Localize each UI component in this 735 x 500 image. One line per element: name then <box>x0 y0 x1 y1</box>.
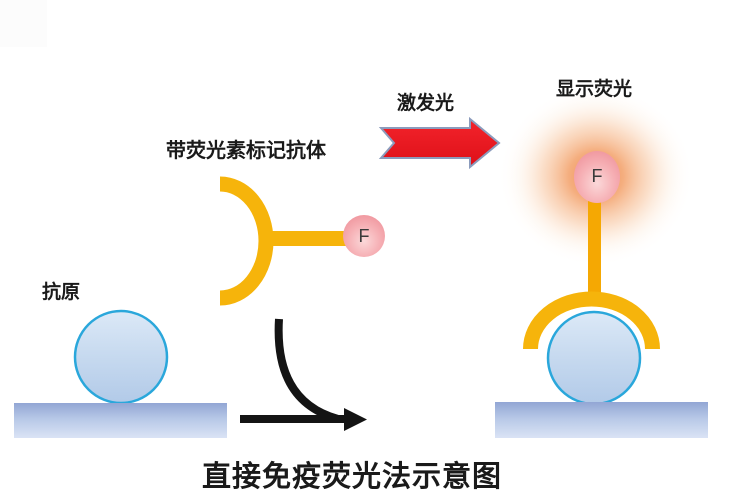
bound-antibody-complex <box>495 85 708 438</box>
excitation-arrow <box>378 116 501 170</box>
diagram-title: 直接免疫荧光法示意图 <box>201 461 502 493</box>
antibody-label: 带荧光素标记抗体 <box>166 140 326 162</box>
reaction-arrow-curve <box>274 318 340 423</box>
antibody-arc <box>219 176 274 306</box>
fluorophore-letter-right: F <box>591 166 603 186</box>
reaction-arrowhead <box>344 408 367 431</box>
slide-platform-left <box>14 403 227 438</box>
antibody-stem <box>588 198 601 302</box>
antigen-sphere-left <box>73 309 169 405</box>
corner-artifact <box>0 0 47 47</box>
antigen-sphere-right <box>546 310 642 406</box>
fluorescence-label: 显示荧光 <box>556 79 633 100</box>
antibody-dome-arc <box>523 291 660 350</box>
excitation-label: 激发光 <box>397 93 455 114</box>
antigen-label: 抗原 <box>42 282 81 303</box>
antigen-on-slide-left <box>14 309 227 438</box>
reaction-arrow <box>240 318 367 431</box>
antibody-linker-bar <box>264 231 346 246</box>
fluorophore-sphere-right <box>574 151 620 203</box>
fluorophore-letter-left: F <box>358 226 370 246</box>
fluorophore-sphere-left <box>343 215 385 257</box>
slide-platform-right <box>495 402 708 438</box>
labeled-antibody-free <box>219 176 385 306</box>
